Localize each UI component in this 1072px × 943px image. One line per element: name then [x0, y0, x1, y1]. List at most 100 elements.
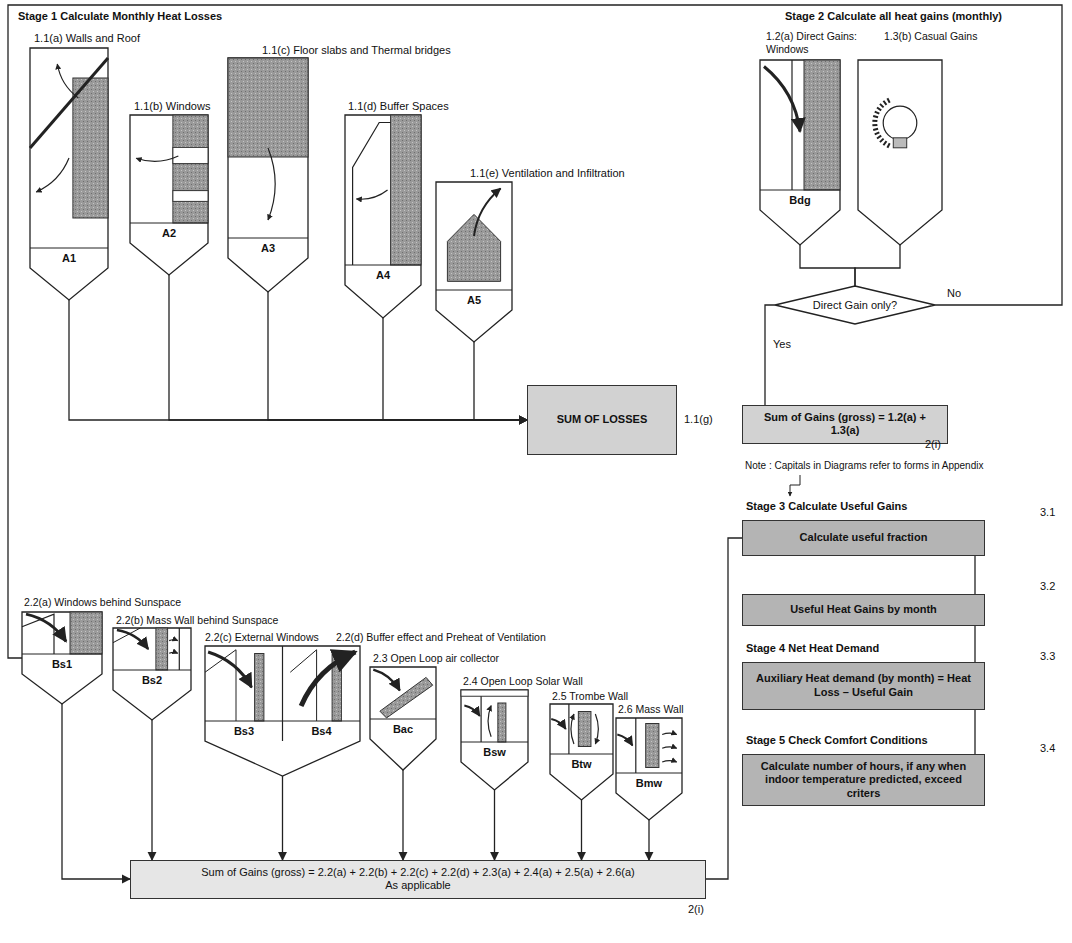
flow-connector	[581, 800, 582, 860]
form-pentagon: 2.2(c) External Windows2.2(d) Buffer eff…	[205, 646, 360, 776]
form-code: A4	[345, 268, 421, 282]
step-heading: 1.1(c) Floor slabs and Thermal bridges	[262, 44, 451, 57]
box-text: Sum of Gains (gross) = 2.2(a) + 2.2(b) +…	[201, 866, 634, 880]
box-text: Calculate useful fraction	[800, 531, 928, 545]
flow-connector	[800, 245, 855, 286]
process-box: Calculate number of hours, if any when i…	[742, 754, 985, 806]
flow-connector	[383, 318, 527, 420]
flow-connector	[494, 790, 495, 860]
form-code: Bs1	[22, 657, 102, 671]
flow-connector	[974, 626, 975, 662]
flow-connector	[402, 770, 403, 860]
box-text: Auxiliary Heat demand (by month) = Heat …	[751, 672, 976, 700]
callout-number: 1.1(g)	[684, 413, 713, 426]
form-pentagon: 2.6 Mass WallBmw	[616, 718, 682, 820]
branch-label: No	[945, 287, 963, 300]
step-heading: 1.3(b) Casual Gains	[884, 30, 977, 43]
form-outline	[370, 667, 436, 770]
step-heading: 2.2(b) Mass Wall behind Sunspace	[116, 614, 278, 627]
step-heading: 2.2(d) Buffer effect and Preheat of Vent…	[336, 631, 546, 644]
form-outline	[461, 690, 528, 790]
form-code: A3	[228, 241, 308, 255]
step-heading: 2.2(a) Windows behind Sunspace	[24, 596, 181, 609]
box-text: As applicable	[385, 879, 450, 893]
step-heading: 1.2(a) Direct Gains: Windows	[766, 30, 888, 55]
form-code: A1	[30, 251, 108, 265]
step-heading: 2.3 Open Loop air collector	[373, 652, 499, 665]
box-text: Sum of Gains (gross) = 1.2(a) + 1.3(a)	[751, 411, 939, 439]
form-pentagon: 2.5 Trombe WallBtw	[550, 704, 613, 800]
flow-connector	[282, 776, 283, 860]
process-box: Auxiliary Heat demand (by month) = Heat …	[742, 662, 985, 710]
decision-text: Direct Gain only?	[813, 299, 897, 311]
process-box: Sum of Gains (gross) = 1.2(a) + 1.3(a)	[742, 405, 948, 444]
step-heading: 2.4 Open Loop Solar Wall	[463, 675, 583, 688]
form-outline	[436, 182, 512, 342]
stage-heading: Stage 4 Net Heat Demand	[746, 642, 879, 655]
callout-number: 3.4	[1040, 742, 1055, 755]
form-pentagon: 1.2(a) Direct Gains: WindowsBdg	[760, 60, 840, 245]
callout-number: 3.2	[1040, 580, 1055, 593]
step-heading: 1.1(b) Windows	[134, 100, 210, 113]
flow-connector	[474, 342, 527, 420]
flow-connector	[8, 5, 1062, 658]
form-pentagon: 2.3 Open Loop air collectorBac	[370, 667, 436, 770]
form-pentagon: 1.3(b) Casual Gains	[858, 60, 942, 245]
flow-connector	[169, 275, 527, 420]
note-leader	[790, 475, 800, 496]
form-outline	[345, 115, 421, 318]
callout-number: 2(i)	[925, 438, 941, 451]
step-heading: 2.6 Mass Wall	[618, 703, 684, 716]
process-box: Sum of Gains (gross) = 2.2(a) + 2.2(b) +…	[130, 860, 706, 899]
stage-heading: Stage 2 Calculate all heat gains (monthl…	[785, 10, 1002, 23]
form-pentagon: 2.2(a) Windows behind SunspaceBs1	[22, 612, 102, 704]
box-text: Calculate number of hours, if any when i…	[751, 760, 976, 801]
form-code: Bmw	[616, 776, 682, 790]
form-code: Bs4	[283, 724, 360, 738]
decision-diamond: Direct Gain only?	[775, 286, 935, 324]
form-code: Bsw	[461, 745, 528, 759]
form-outline	[550, 704, 613, 800]
form-code: Bs3	[205, 724, 283, 738]
note-text: Note : Capitals in Diagrams refer to for…	[745, 460, 983, 472]
form-pentagon: 1.1(d) Buffer SpacesA4	[345, 115, 421, 318]
step-heading: 2.5 Trombe Wall	[552, 690, 628, 703]
form-code: Bs2	[113, 673, 191, 687]
box-text: SUM OF LOSSES	[557, 413, 647, 427]
form-pentagon: 1.1(e) Ventilation and InfiltrationA5	[436, 182, 512, 342]
step-heading: 1.1(d) Buffer Spaces	[348, 100, 449, 113]
flow-connector	[151, 720, 152, 860]
form-code: Bac	[370, 722, 436, 736]
form-outline	[858, 60, 942, 245]
form-pentagon: 1.1(a) Walls and RoofA1	[30, 48, 108, 300]
step-heading: 1.1(e) Ventilation and Infiltration	[470, 167, 625, 180]
callout-number: 2(i)	[688, 903, 704, 916]
step-heading: 2.2(c) External Windows	[205, 631, 319, 644]
flow-connector	[706, 538, 742, 879]
branch-label: Yes	[771, 338, 793, 351]
callout-number: 3.1	[1040, 506, 1055, 519]
box-text: Useful Heat Gains by month	[790, 603, 937, 617]
form-outline	[205, 646, 360, 776]
form-outline	[616, 718, 682, 820]
flow-connector	[648, 820, 649, 860]
stage-heading: Stage 5 Check Comfort Conditions	[746, 734, 928, 747]
form-code: Bdg	[760, 193, 840, 207]
process-box: Useful Heat Gains by month	[742, 594, 985, 626]
form-pentagon: 1.1(c) Floor slabs and Thermal bridgesA3	[228, 58, 308, 292]
form-pentagon: 1.1(b) WindowsA2	[130, 115, 208, 275]
form-pentagon: 2.2(b) Mass Wall behind SunspaceBs2	[113, 628, 191, 720]
form-outline	[228, 58, 308, 292]
flow-connector	[765, 305, 775, 405]
callout-number: 3.3	[1040, 650, 1055, 663]
form-outline	[130, 115, 208, 275]
flow-connector	[974, 556, 975, 594]
flow-connector	[62, 704, 130, 879]
flow-connector	[974, 710, 975, 754]
process-box: Calculate useful fraction	[742, 520, 985, 556]
form-pentagon: 2.4 Open Loop Solar WallBsw	[461, 690, 528, 790]
process-box: SUM OF LOSSES	[527, 385, 677, 455]
form-code: A5	[436, 293, 512, 307]
stage-heading: Stage 1 Calculate Monthly Heat Losses	[18, 10, 222, 23]
stage-heading: Stage 3 Calculate Useful Gains	[746, 500, 907, 513]
